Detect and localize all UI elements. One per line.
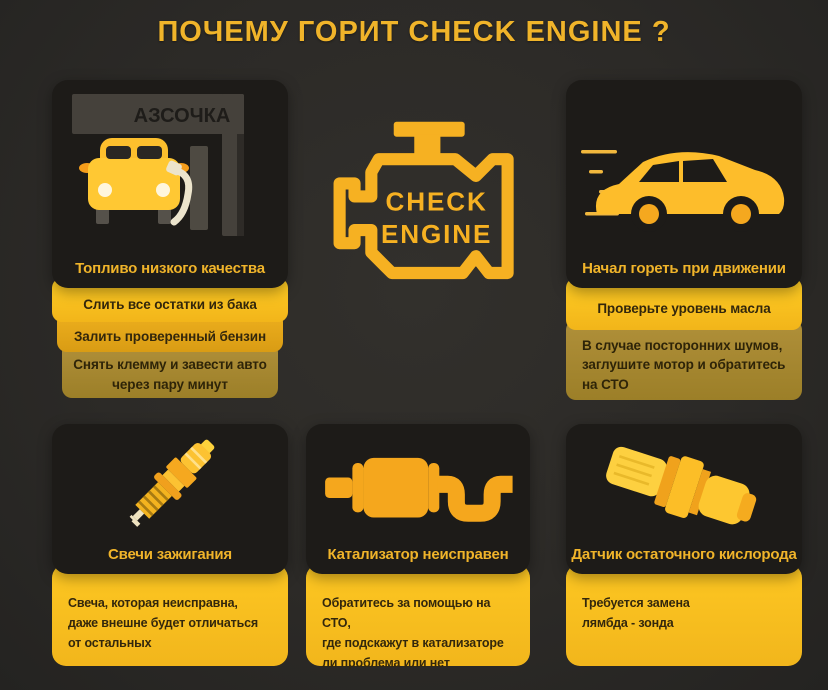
- car-front-icon: [79, 138, 189, 224]
- oxygen-sensor-icon: [606, 446, 757, 525]
- card-title-driving: Начал гореть при движении: [582, 260, 786, 277]
- card-fuel-quality: АЗСОЧКА Топливо низкого качества: [52, 80, 288, 288]
- card-spark-plugs: Свечи зажигания: [52, 424, 288, 574]
- card-title-fuel: Топливо низкого качества: [75, 260, 265, 277]
- card-title-oxygen: Датчик остаточного кислорода: [571, 546, 797, 563]
- sedan-icon: [595, 152, 785, 232]
- card-lit-while-driving: Начал гореть при движении: [566, 80, 802, 288]
- fuel-nozzle-icon: [166, 160, 193, 226]
- check-engine-text-2: ENGINE: [381, 219, 492, 249]
- check-engine-icon: CHECK ENGINE: [306, 114, 530, 292]
- note-spark-plugs: Свеча, которая неисправна, даже внешне б…: [52, 564, 288, 666]
- note-oxygen-sensor: Требуется замена лямбда - зонда: [566, 564, 802, 666]
- page-title: ПОЧЕМУ ГОРИТ CHECK ENGINE ?: [157, 16, 671, 48]
- gas-pump-icon: [190, 146, 208, 230]
- spark-plug-icon: [129, 439, 215, 527]
- card-oxygen-sensor: Датчик остаточного кислорода: [566, 424, 802, 574]
- moving-car-illustration: [581, 150, 785, 232]
- card-title-spark: Свечи зажигания: [107, 546, 232, 563]
- gas-station-illustration: АЗСОЧКА: [72, 94, 244, 236]
- card-title-catalyst: Катализатор неисправен: [327, 546, 509, 563]
- catalytic-converter-icon: [325, 457, 513, 522]
- note-catalyst: Обратитесь за помощью на СТО, где подска…: [306, 564, 530, 670]
- gas-station-sign: АЗСОЧКА: [134, 105, 231, 127]
- card-catalyst: Катализатор неисправен: [306, 424, 530, 574]
- step-noises-go-service: В случае посторонних шумов, заглушите мо…: [566, 320, 802, 400]
- check-engine-text-1: CHECK: [386, 186, 488, 216]
